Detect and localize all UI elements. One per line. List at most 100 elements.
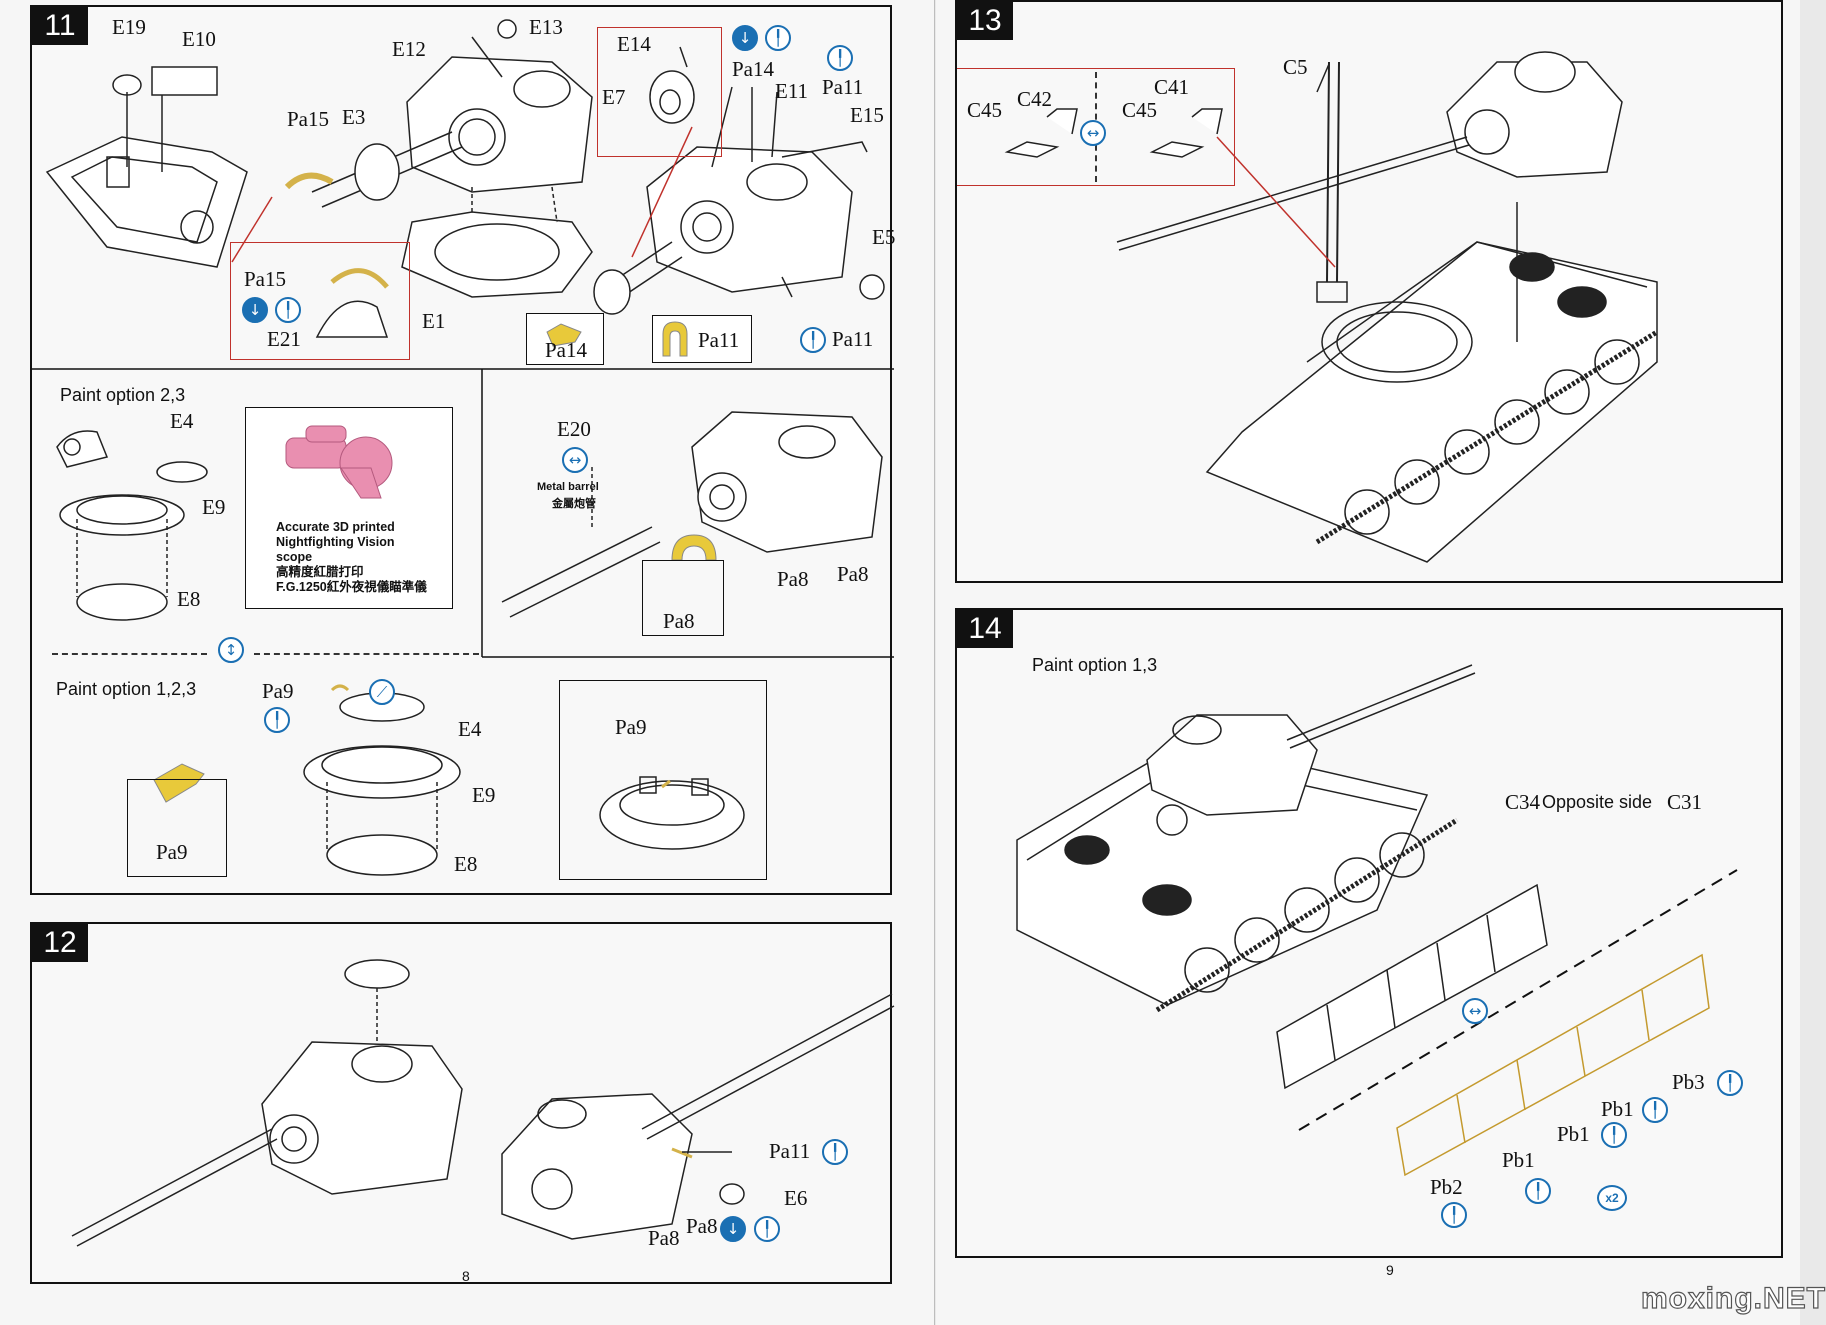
glue-icon: ╿ bbox=[1642, 1097, 1668, 1123]
label-Pa9-chip: Pa9 bbox=[156, 840, 188, 864]
scope-line-3: scope bbox=[276, 550, 313, 564]
glue-icon: ╿ bbox=[822, 1139, 848, 1165]
step-12-drawing bbox=[71, 959, 895, 1247]
swap-vertical-icon: ↕ bbox=[218, 637, 244, 663]
label-Pa9-detail: Pa9 bbox=[615, 715, 647, 739]
scope-caption: Accurate 3D printed Nightfighting Vision… bbox=[276, 520, 427, 595]
opposite-side-label: Opposite side bbox=[1542, 792, 1653, 812]
label-E9-b: E9 bbox=[472, 783, 496, 807]
label-E19: E19 bbox=[112, 15, 146, 39]
scope-line-4: 高精度紅腊打印 bbox=[276, 565, 364, 579]
label-E11: E11 bbox=[775, 79, 809, 103]
label-E6: E6 bbox=[784, 1186, 808, 1210]
label-Pa8-a: Pa8 bbox=[777, 567, 809, 591]
metal-barrel-label: Metal barrel bbox=[537, 481, 599, 493]
scope-line-2: Nightfighting Vision bbox=[276, 535, 395, 549]
label-Pb1-b: Pb1 bbox=[1557, 1122, 1590, 1146]
detail-box-e14-e7 bbox=[597, 27, 722, 157]
dashed-separator-left bbox=[52, 653, 207, 655]
step-14-panel: 14 Paint option 1,3 bbox=[955, 608, 1783, 1258]
label-Pa14: Pa14 bbox=[732, 57, 774, 81]
pa11-part-icon bbox=[662, 321, 688, 357]
label-E4: E4 bbox=[170, 409, 194, 433]
step-number: 12 bbox=[32, 924, 88, 962]
page-number-right: 9 bbox=[1386, 1262, 1394, 1278]
label-C41: C41 bbox=[1154, 75, 1190, 99]
detail-box-c45-c41 bbox=[957, 68, 1235, 186]
chip-pa11: Pa11 bbox=[652, 315, 752, 363]
label-E13: E13 bbox=[529, 15, 563, 39]
swap-icon: ↔ bbox=[1080, 120, 1106, 146]
left-page: 11 bbox=[0, 0, 935, 1325]
label-Pa8-chip: Pa8 bbox=[663, 609, 695, 633]
photoetch-bend-icon: ⟋ bbox=[369, 679, 395, 705]
label-E21: E21 bbox=[267, 327, 301, 351]
label-Pa11-chip: Pa11 bbox=[698, 328, 740, 352]
down-arrow-icon: ↓ bbox=[242, 297, 268, 323]
glue-icon: ╿ bbox=[275, 297, 301, 323]
label-Pa14-chip: Pa14 bbox=[545, 338, 587, 362]
scope-line-1: Accurate 3D printed bbox=[276, 520, 395, 534]
step-12-panel: 12 Pa11 ╿ E6 Pa8 bbox=[30, 922, 895, 1284]
label-C45-a: C45 bbox=[967, 98, 1003, 122]
chip-pa9: Pa9 bbox=[127, 779, 227, 877]
label-C5: C5 bbox=[1283, 55, 1308, 79]
label-E7: E7 bbox=[602, 85, 626, 109]
label-Pa11-b: Pa11 bbox=[832, 327, 874, 351]
glue-icon: ╿ bbox=[800, 327, 826, 353]
down-arrow-icon: ↓ bbox=[732, 25, 758, 51]
label-Pa8-a: Pa8 bbox=[648, 1226, 680, 1250]
label-Pb1-a: Pb1 bbox=[1601, 1097, 1634, 1121]
page-number-left: 8 bbox=[462, 1268, 470, 1284]
down-arrow-icon: ↓ bbox=[720, 1216, 746, 1242]
metal-barrel-cn: 金屬炮管 bbox=[552, 498, 596, 510]
step-number: 11 bbox=[32, 7, 88, 45]
chip-pa8: Pa8 bbox=[642, 560, 724, 636]
label-Pb3: Pb3 bbox=[1672, 1070, 1705, 1094]
label-C34: C34 bbox=[1505, 790, 1541, 814]
step-number: 13 bbox=[957, 2, 1013, 40]
chip-pa14: Pa14 bbox=[526, 313, 604, 365]
label-E14: E14 bbox=[617, 32, 651, 56]
paint-option-1-3: Paint option 1,3 bbox=[1032, 655, 1158, 675]
paint-option-2-3: Paint option 2,3 bbox=[60, 385, 186, 405]
label-E10: E10 bbox=[182, 27, 216, 51]
label-E3: E3 bbox=[342, 105, 366, 129]
glue-icon: ╿ bbox=[264, 707, 290, 733]
multiply-badge: x2 bbox=[1597, 1185, 1627, 1211]
glue-icon: ╿ bbox=[1601, 1122, 1627, 1148]
scope-line-5: F.G.1250紅外夜視儀瞄準儀 bbox=[276, 580, 427, 594]
step-11-drawing bbox=[32, 19, 894, 876]
label-C42: C42 bbox=[1017, 87, 1053, 111]
glue-icon: ╿ bbox=[827, 45, 853, 71]
scope-3d-print-image bbox=[285, 425, 393, 499]
swap-icon: ↔ bbox=[1462, 998, 1488, 1024]
label-E5: E5 bbox=[872, 225, 896, 249]
paint-option-1-2-3: Paint option 1,2,3 bbox=[56, 679, 197, 699]
label-Pa8-b: Pa8 bbox=[837, 562, 869, 586]
step-13-panel: 13 bbox=[955, 0, 1783, 583]
glue-icon: ╿ bbox=[1441, 1202, 1467, 1228]
label-Pa11: Pa11 bbox=[769, 1139, 811, 1163]
label-Pa15: Pa15 bbox=[287, 107, 329, 131]
glue-icon: ╿ bbox=[765, 25, 791, 51]
label-Pa15-detail: Pa15 bbox=[244, 267, 286, 291]
step-11-panel: 11 bbox=[30, 5, 896, 895]
right-page: 13 bbox=[936, 0, 1826, 1325]
label-E9: E9 bbox=[202, 495, 226, 519]
detail-box-e21 bbox=[230, 242, 410, 360]
dashed-separator-right bbox=[254, 653, 479, 655]
label-Pa11: Pa11 bbox=[822, 75, 864, 99]
pa9-detail-box: Pa9 bbox=[559, 680, 767, 880]
swap-icon: ↔ bbox=[562, 447, 588, 473]
pa14-part-icon bbox=[546, 323, 582, 347]
step-14-drawing bbox=[1016, 664, 1738, 1177]
label-C31: C31 bbox=[1667, 790, 1703, 814]
label-E20: E20 bbox=[557, 417, 591, 441]
label-E4-b: E4 bbox=[458, 717, 482, 741]
label-E8-b: E8 bbox=[454, 852, 478, 876]
step-number: 14 bbox=[957, 610, 1013, 648]
label-E1: E1 bbox=[422, 309, 446, 333]
label-C45-b: C45 bbox=[1122, 98, 1158, 122]
label-Pa9: Pa9 bbox=[262, 679, 294, 703]
